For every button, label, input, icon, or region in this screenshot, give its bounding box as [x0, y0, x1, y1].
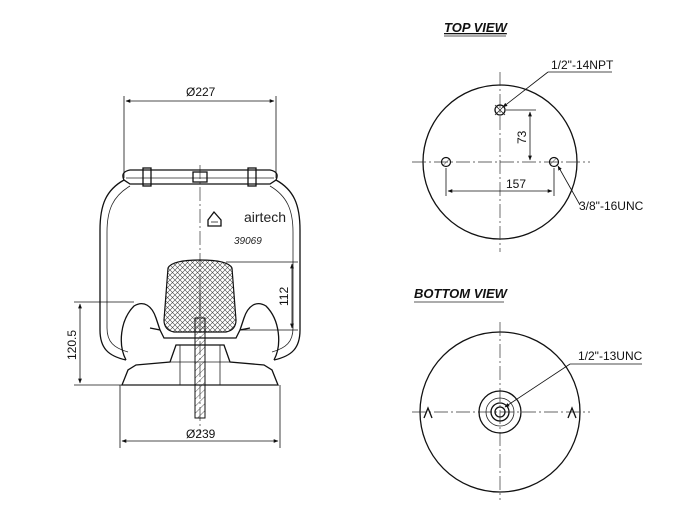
air-fitting — [192, 171, 208, 183]
top-view-title: TOP VIEW — [444, 20, 509, 35]
bellows-outer — [99, 179, 301, 361]
stud-label: 3/8"-16UNC — [579, 199, 644, 213]
side-view: airtech 39069 Ø227 Ø239 112 120.5 — [65, 85, 301, 448]
stud-right — [548, 156, 560, 168]
dim-bottom-diameter: Ø239 — [186, 427, 216, 441]
rolling-lobe — [120, 303, 280, 361]
bottom-view-title: BOTTOM VIEW — [414, 286, 509, 301]
bottom-view: BOTTOM VIEW 1/2"-13UNC — [412, 286, 643, 500]
piston — [121, 344, 279, 386]
dim-mount-height: 120.5 — [65, 330, 79, 360]
notch-right — [567, 406, 577, 419]
top-stud-right — [247, 167, 257, 187]
brand-label: airtech — [244, 209, 286, 225]
top-stud-left — [142, 167, 152, 187]
dim-offset: 73 — [515, 130, 529, 144]
airtech-logo — [207, 210, 222, 227]
part-number: 39069 — [234, 236, 262, 247]
top-view: TOP VIEW 1/2"-14NPT 73 157 3/8"-16UNC — [412, 20, 644, 252]
dim-piston-height: 112 — [277, 287, 291, 306]
dim-stud-spacing: 157 — [506, 177, 526, 191]
center-stud — [194, 317, 206, 419]
dim-top-diameter: Ø227 — [186, 85, 216, 99]
top-plate — [122, 169, 278, 185]
thread-label: 1/2"-13UNC — [578, 349, 643, 363]
notch-left — [423, 406, 433, 419]
stud-left — [440, 156, 452, 168]
center-boss — [478, 390, 522, 434]
port-label: 1/2"-14NPT — [551, 58, 614, 72]
